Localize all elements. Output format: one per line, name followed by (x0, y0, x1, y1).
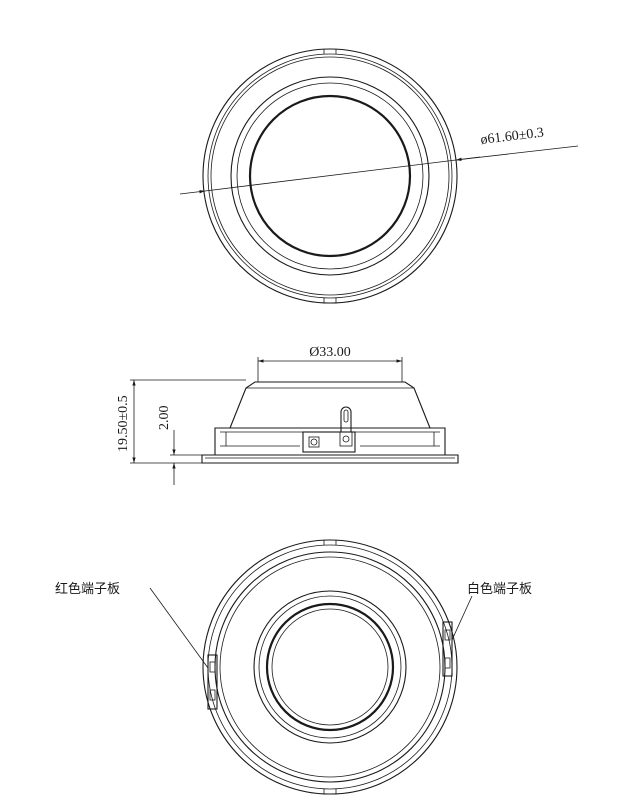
bottom-vent (271, 608, 389, 726)
top-rim-inner-2 (210, 56, 450, 296)
top-diameter-label: ø61.60±0.3 (480, 126, 545, 148)
side-terminal-square (308, 436, 320, 448)
right-callout-leader (451, 595, 473, 641)
top-view: ø61.60±0.3 (179, 48, 579, 304)
top-cone-edge (248, 94, 412, 258)
bottom-left-terminal-slot (209, 661, 216, 673)
side-terminal-slot (343, 409, 349, 423)
bottom-rim-inner (207, 544, 453, 790)
bottom-basket (214, 551, 446, 783)
side-terminal-lug (340, 406, 352, 432)
bottom-magnet-mid (258, 595, 402, 739)
bottom-magnet-outer (253, 590, 407, 744)
side-terminal-hole (310, 438, 318, 446)
side-flange-height-label: 2.00 (157, 406, 172, 431)
side-total-height-label: 19.50±0.5 (116, 395, 131, 452)
left-callout-leader (149, 587, 209, 669)
right-callout-label: 白色端子板 (467, 581, 532, 597)
bottom-right-terminal (442, 621, 453, 677)
bottom-left-terminal (207, 654, 218, 710)
side-view: Ø33.00 19.50±0.5 2.00 (116, 345, 459, 485)
side-basket-lower (214, 427, 446, 456)
bottom-basket-inner (219, 556, 441, 778)
bottom-left-terminal-slot (209, 689, 216, 701)
left-callout-label: 红色端子板 (55, 581, 120, 597)
diameter-line (204, 159, 457, 192)
diameter-leader (455, 145, 579, 161)
bottom-outer-rim (202, 539, 458, 795)
side-terminal-hole-2 (342, 435, 350, 443)
top-outer-rim (202, 48, 458, 304)
side-flange (201, 454, 459, 464)
diameter-arrow-left (179, 189, 206, 195)
bottom-right-terminal-slot (444, 629, 451, 641)
bottom-view: 红色端子板 白色端子板 (55, 539, 532, 795)
top-surround-inner (236, 82, 424, 270)
side-top-diameter-label: Ø33.00 (309, 345, 351, 360)
bottom-right-terminal-slot (444, 657, 451, 669)
side-terminal-block (302, 431, 356, 453)
side-cup (229, 381, 431, 429)
top-rim-inner (207, 53, 453, 299)
side-terminal-tab (339, 431, 353, 447)
top-surround-outer (230, 76, 430, 276)
bottom-magnet-inner (265, 602, 395, 732)
